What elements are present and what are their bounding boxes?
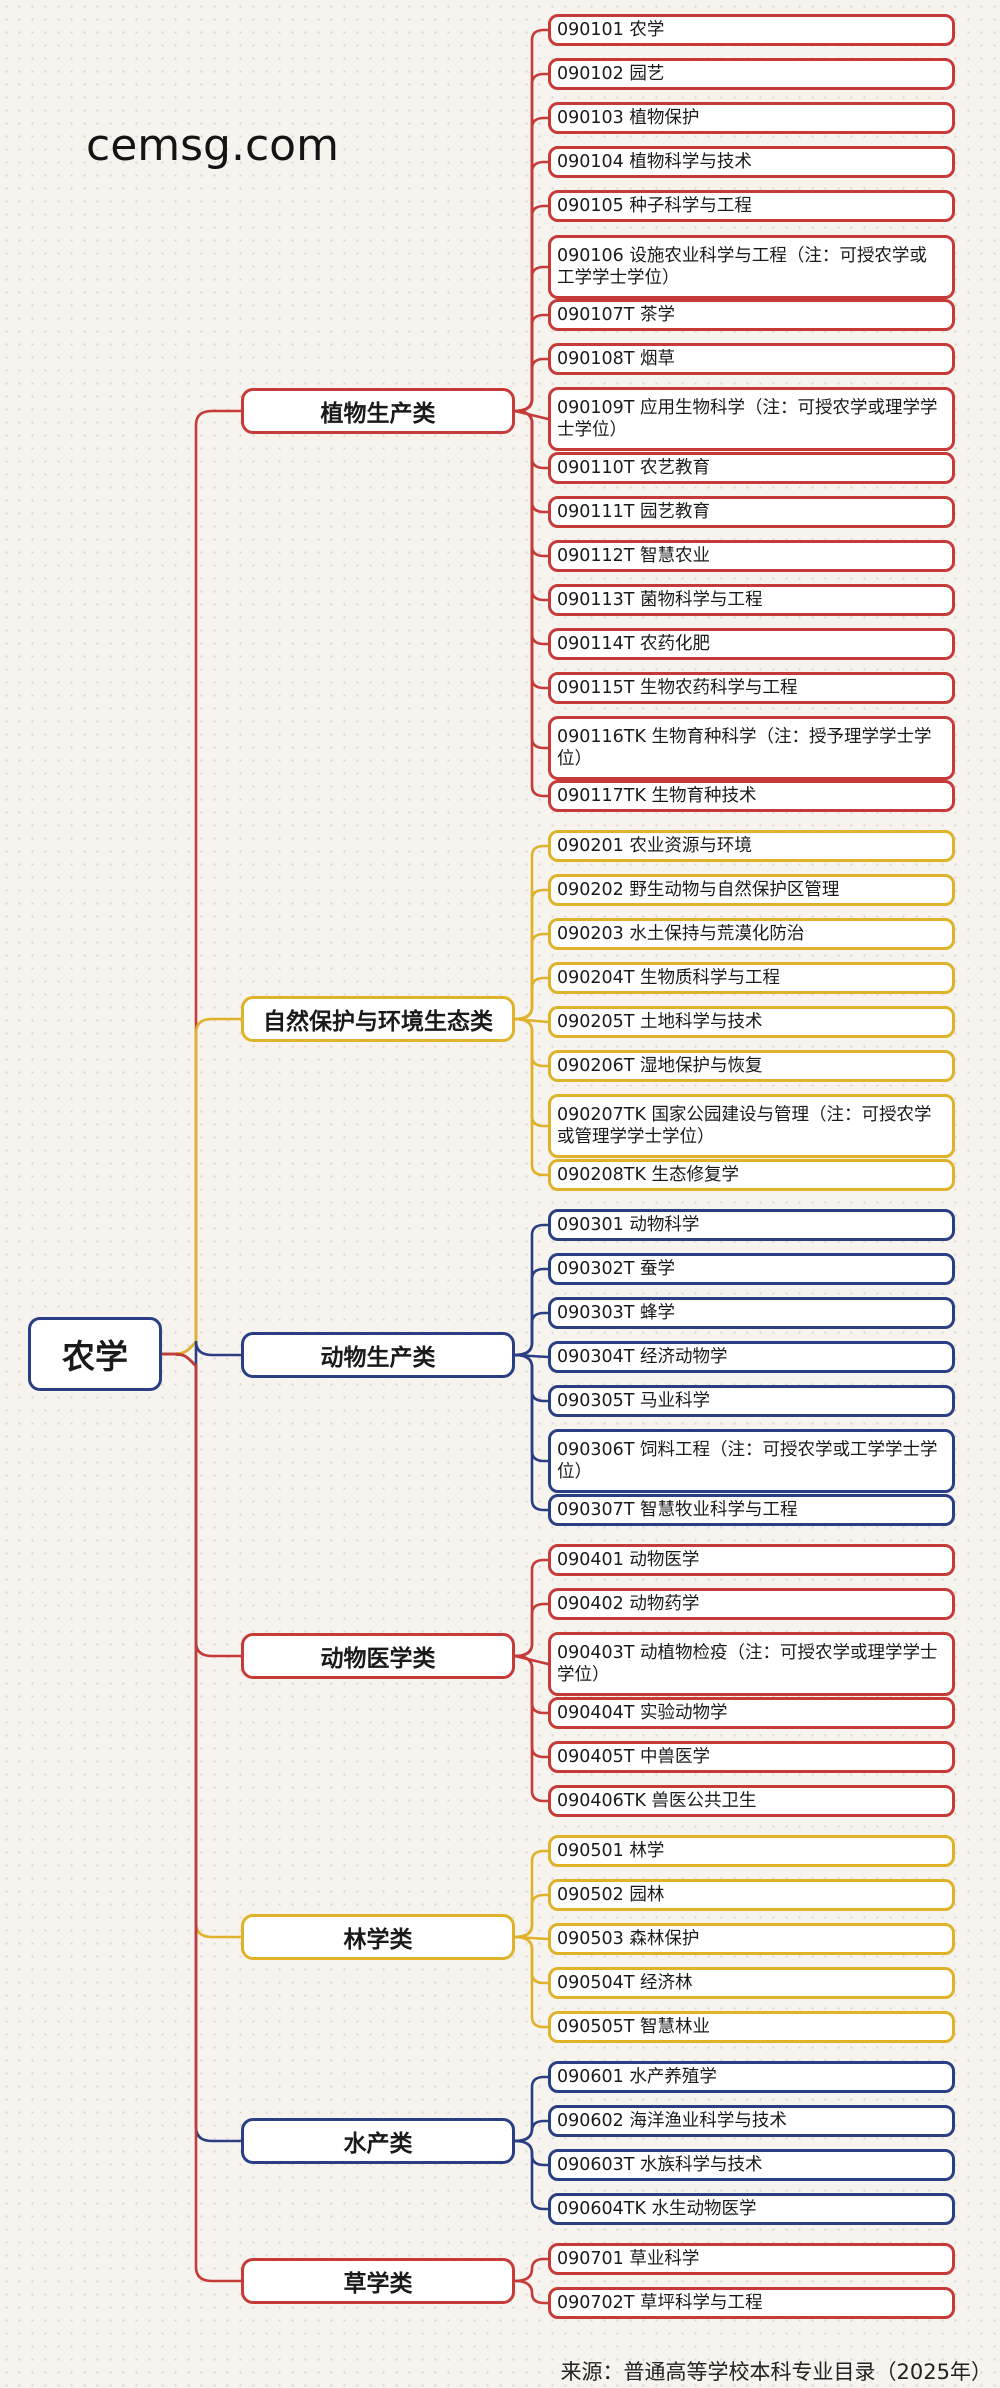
major-item[interactable]: 090601 水产养殖学: [548, 2061, 955, 2093]
major-item[interactable]: 090301 动物科学: [548, 1209, 955, 1241]
major-item[interactable]: 090104 植物科学与技术: [548, 146, 955, 178]
major-item[interactable]: 090208TK 生态修复学: [548, 1159, 955, 1191]
major-item[interactable]: 090202 野生动物与自然保护区管理: [548, 874, 955, 906]
source-note: 来源：普通高等学校本科专业目录（2025年）: [560, 2360, 992, 2384]
watermark: cemsg.com: [86, 120, 339, 171]
major-item[interactable]: 090107T 茶学: [548, 299, 955, 331]
major-item[interactable]: 090203 水土保持与荒漠化防治: [548, 918, 955, 950]
major-item[interactable]: 090110T 农艺教育: [548, 452, 955, 484]
major-item[interactable]: 090117TK 生物育种技术: [548, 780, 955, 812]
category-node[interactable]: 动物生产类: [241, 1332, 515, 1378]
major-item[interactable]: 090103 植物保护: [548, 102, 955, 134]
category-node[interactable]: 动物医学类: [241, 1633, 515, 1679]
major-item[interactable]: 090504T 经济林: [548, 1967, 955, 1999]
major-item[interactable]: 090502 园林: [548, 1879, 955, 1911]
major-item[interactable]: 090305T 马业科学: [548, 1385, 955, 1417]
root-node[interactable]: 农学: [28, 1317, 162, 1391]
major-item[interactable]: 090401 动物医学: [548, 1544, 955, 1576]
major-item[interactable]: 090102 园艺: [548, 58, 955, 90]
category-node[interactable]: 水产类: [241, 2118, 515, 2164]
major-item[interactable]: 090201 农业资源与环境: [548, 830, 955, 862]
major-item[interactable]: 090207TK 国家公园建设与管理（注：可授农学或管理学学士学位）: [548, 1094, 955, 1158]
major-item[interactable]: 090603T 水族科学与技术: [548, 2149, 955, 2181]
major-item[interactable]: 090115T 生物农药科学与工程: [548, 672, 955, 704]
major-item[interactable]: 090205T 土地科学与技术: [548, 1006, 955, 1038]
category-node[interactable]: 林学类: [241, 1914, 515, 1960]
major-item[interactable]: 090505T 智慧林业: [548, 2011, 955, 2043]
major-item[interactable]: 090604TK 水生动物医学: [548, 2193, 955, 2225]
major-item[interactable]: 090109T 应用生物科学（注：可授农学或理学学士学位）: [548, 387, 955, 451]
major-item[interactable]: 090403T 动植物检疫（注：可授农学或理学学士学位）: [548, 1632, 955, 1696]
major-item[interactable]: 090302T 蚕学: [548, 1253, 955, 1285]
major-item[interactable]: 090111T 园艺教育: [548, 496, 955, 528]
category-node[interactable]: 植物生产类: [241, 388, 515, 434]
major-item[interactable]: 090405T 中兽医学: [548, 1741, 955, 1773]
category-node[interactable]: 自然保护与环境生态类: [241, 996, 515, 1042]
major-item[interactable]: 090501 林学: [548, 1835, 955, 1867]
major-item[interactable]: 090116TK 生物育种科学（注：授予理学学士学位）: [548, 716, 955, 780]
category-node[interactable]: 草学类: [241, 2258, 515, 2304]
major-item[interactable]: 090101 农学: [548, 14, 955, 46]
major-item[interactable]: 090307T 智慧牧业科学与工程: [548, 1494, 955, 1526]
major-item[interactable]: 090108T 烟草: [548, 343, 955, 375]
major-item[interactable]: 090304T 经济动物学: [548, 1341, 955, 1373]
major-item[interactable]: 090114T 农药化肥: [548, 628, 955, 660]
major-item[interactable]: 090105 种子科学与工程: [548, 190, 955, 222]
major-item[interactable]: 090402 动物药学: [548, 1588, 955, 1620]
major-item[interactable]: 090306T 饲料工程（注：可授农学或工学学士学位）: [548, 1429, 955, 1493]
major-item[interactable]: 090204T 生物质科学与工程: [548, 962, 955, 994]
major-item[interactable]: 090503 森林保护: [548, 1923, 955, 1955]
major-item[interactable]: 090406TK 兽医公共卫生: [548, 1785, 955, 1817]
major-item[interactable]: 090602 海洋渔业科学与技术: [548, 2105, 955, 2137]
major-item[interactable]: 090303T 蜂学: [548, 1297, 955, 1329]
major-item[interactable]: 090206T 湿地保护与恢复: [548, 1050, 955, 1082]
major-item[interactable]: 090701 草业科学: [548, 2243, 955, 2275]
major-item[interactable]: 090106 设施农业科学与工程（注：可授农学或工学学士学位）: [548, 235, 955, 299]
major-item[interactable]: 090702T 草坪科学与工程: [548, 2287, 955, 2319]
major-item[interactable]: 090112T 智慧农业: [548, 540, 955, 572]
major-item[interactable]: 090404T 实验动物学: [548, 1697, 955, 1729]
major-item[interactable]: 090113T 菌物科学与工程: [548, 584, 955, 616]
